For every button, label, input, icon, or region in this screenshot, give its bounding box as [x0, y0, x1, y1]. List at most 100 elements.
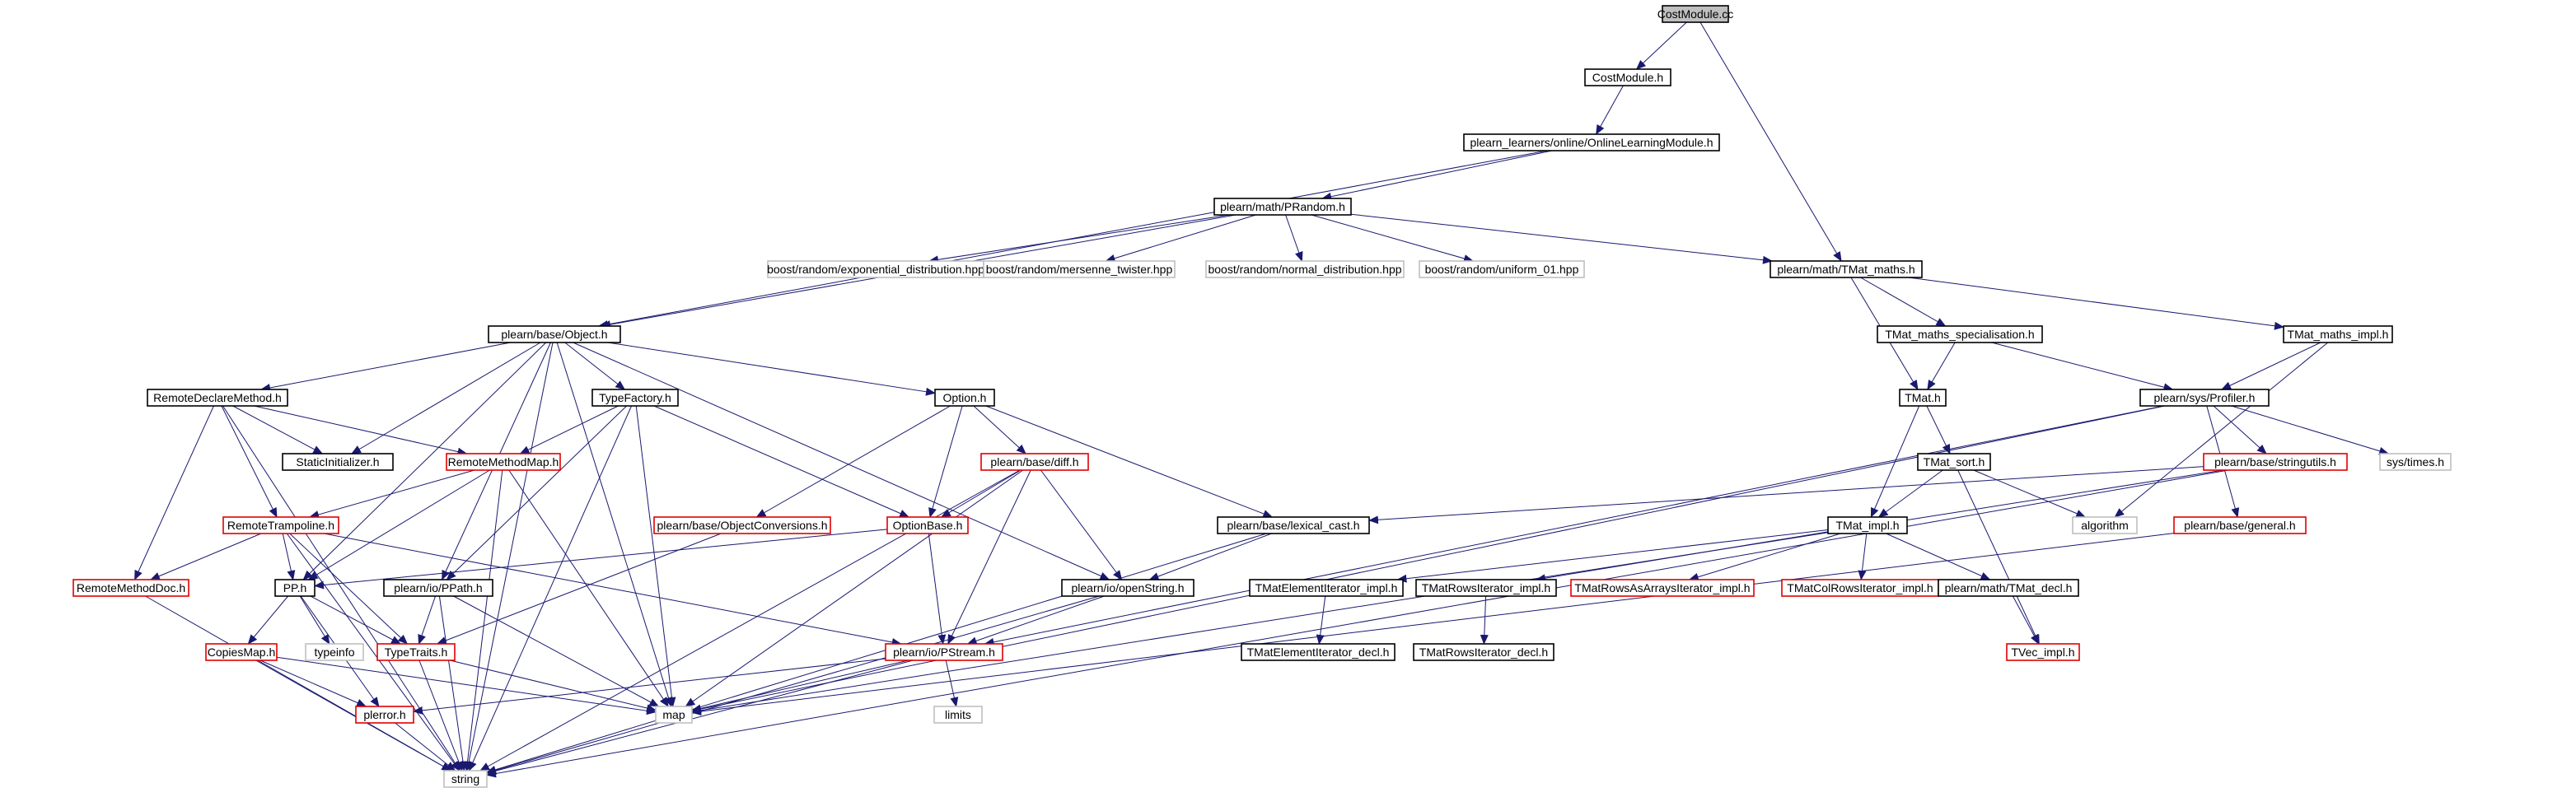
node-tmatrowsiterator_impl_h[interactable]: TMatRowsIterator_impl.h — [1415, 579, 1557, 597]
edge-tmatelementiterator_impl_h-to-tmatelementiterator_decl_h — [1316, 595, 1326, 645]
node-string: string — [443, 770, 488, 788]
node-map: map — [655, 706, 693, 724]
edges — [134, 21, 2390, 778]
node-label: plearn/base/general.h — [2184, 519, 2295, 532]
edge-tmat_maths_specialisation_h-to-profiler_h — [1991, 342, 2174, 392]
node-label: TMatRowsAsArraysIterator_impl.h — [1574, 581, 1750, 594]
node-openstring_h[interactable]: plearn/io/openString.h — [1061, 579, 1194, 597]
node-typefactory_h[interactable]: TypeFactory.h — [591, 389, 679, 407]
node-diff_h[interactable]: plearn/base/diff.h — [980, 453, 1089, 471]
node-onlinelearningmodule_h[interactable]: plearn_learners/online/OnlineLearningMod… — [1463, 133, 1720, 151]
node-lexical_cast_h[interactable]: plearn/base/lexical_cast.h — [1217, 516, 1370, 534]
edge-typefactory_h-to-ppath_h — [446, 405, 628, 580]
node-tmat_sort_h[interactable]: TMat_sort.h — [1917, 453, 1991, 471]
node-plerror_h[interactable]: plerror.h — [355, 706, 414, 724]
node-object_h[interactable]: plearn/base/Object.h — [488, 325, 621, 343]
node-box — [1419, 260, 1585, 278]
edge-copiesmap_h-to-map — [276, 656, 657, 715]
edge-object_h-to-pp_h — [302, 342, 547, 580]
edge-tmat_maths_impl_h-to-profiler_h — [2221, 342, 2321, 390]
node-box — [1213, 198, 1352, 216]
node-costmodule_cc[interactable]: CostModule.cc — [1657, 5, 1734, 23]
node-tmatrowsiterator_decl_h[interactable]: TMatRowsIterator_decl.h — [1413, 643, 1554, 661]
node-label: TMatColRowsIterator_impl.h — [1787, 581, 1933, 594]
edge-costmodule_h-to-onlinelearningmodule_h — [1596, 85, 1624, 135]
node-tmat_impl_h[interactable]: TMat_impl.h — [1827, 516, 1908, 534]
node-box — [274, 579, 316, 597]
node-objectconversions_h[interactable]: plearn/base/ObjectConversions.h — [653, 516, 831, 534]
node-tmat_h[interactable]: TMat.h — [1899, 389, 1947, 407]
edge-remotemethodmap_h-to-string — [463, 469, 503, 771]
node-tmat_maths_specialisation_h[interactable]: TMat_maths_specialisation.h — [1877, 325, 2043, 343]
node-tmat_maths_h[interactable]: plearn/math/TMat_maths.h — [1770, 260, 1923, 278]
edge-diff_h-to-pstream_h — [947, 469, 1031, 645]
node-box — [1205, 260, 1405, 278]
node-box — [655, 706, 693, 724]
node-remotetrampoline_h[interactable]: RemoteTrampoline.h — [222, 516, 339, 534]
node-box — [1899, 389, 1947, 407]
node-box — [1938, 579, 2079, 597]
node-remotemethodmap_h[interactable]: RemoteMethodMap.h — [446, 453, 561, 471]
node-label: RemoteTrampoline.h — [227, 519, 334, 532]
node-box — [1584, 68, 1671, 86]
node-label: boost/random/uniform_01.hpp — [1425, 263, 1579, 276]
node-tvec_impl_h[interactable]: TVec_impl.h — [2006, 643, 2080, 661]
node-typetraits_h[interactable]: TypeTraits.h — [376, 643, 456, 661]
node-box — [1217, 516, 1370, 534]
node-box — [376, 643, 456, 661]
edge-tmat_impl_h-to-tmatrowsasarraysiterator_impl_h — [1688, 533, 1841, 581]
node-label: TMat_sort.h — [1924, 455, 1985, 468]
node-box — [147, 389, 288, 407]
edge-object_h-to-remotedeclaremethod_h — [260, 342, 511, 392]
node-tmat_maths_impl_h[interactable]: TMat_maths_impl.h — [2283, 325, 2393, 343]
edge-tmat_impl_h-to-tmatcolrowsiterator_impl_h — [1858, 533, 1868, 580]
node-general_h[interactable]: plearn/base/general.h — [2173, 516, 2307, 534]
node-prandom_h[interactable]: plearn/math/PRandom.h — [1213, 198, 1352, 216]
edge-diff_h-to-map — [685, 469, 1024, 707]
node-option_h[interactable]: Option.h — [934, 389, 995, 407]
node-costmodule_h[interactable]: CostModule.h — [1584, 68, 1671, 86]
edge-stringutils_h-to-string — [486, 469, 2229, 778]
node-profiler_h[interactable]: plearn/sys/Profiler.h — [2139, 389, 2270, 407]
edge-ppath_h-to-map — [453, 595, 660, 707]
edge-plerror_h-to-string — [395, 722, 456, 771]
edge-object_h-to-typefactory_h — [564, 342, 626, 390]
node-box — [886, 516, 969, 534]
edge-profiler_h-to-pstream_h — [984, 405, 2164, 646]
node-label: TypeTraits.h — [385, 646, 448, 659]
node-exponential_distribution_hpp: boost/random/exponential_distribution.hp… — [767, 260, 984, 278]
edge-pstream_h-to-plerror_h — [413, 658, 886, 715]
node-label: TMat.h — [1905, 391, 1941, 404]
node-stringutils_h[interactable]: plearn/base/stringutils.h — [2203, 453, 2348, 471]
node-box — [2072, 516, 2138, 534]
node-label: TMatElementIterator_impl.h — [1255, 581, 1398, 594]
edge-object_h-to-staticinitializer_h — [351, 342, 541, 454]
node-tmatrowsasarraysiterator_impl_h[interactable]: TMatRowsAsArraysIterator_impl.h — [1570, 579, 1755, 597]
edge-prandom_h-to-uniform_01_hpp — [1311, 214, 1474, 263]
node-label: TMatRowsIterator_decl.h — [1419, 646, 1548, 659]
node-tmat_decl_h[interactable]: plearn/math/TMat_decl.h — [1938, 579, 2079, 597]
edge-typetraits_h-to-string — [418, 660, 463, 771]
node-tmatcolrowsiterator_impl_h[interactable]: TMatColRowsIterator_impl.h — [1781, 579, 1939, 597]
node-tmatelementiterator_decl_h[interactable]: TMatElementIterator_decl.h — [1241, 643, 1396, 661]
node-ppath_h[interactable]: plearn/io/PPath.h — [383, 579, 493, 597]
node-label: RemoteMethodMap.h — [448, 455, 559, 468]
node-box — [2173, 516, 2307, 534]
edge-lexical_cast_h-to-string — [486, 533, 1267, 774]
node-pp_h[interactable]: PP.h — [274, 579, 316, 597]
edge-remotetrampoline_h-to-pstream_h — [324, 533, 902, 646]
edge-tmat_maths_specialisation_h-to-tmat_h — [1927, 342, 1956, 390]
node-remotemethoddoc_h[interactable]: RemoteMethodDoc.h — [72, 579, 189, 597]
edge-diff_h-to-string — [479, 469, 1021, 771]
edge-tmatrowsiterator_impl_h-to-tmatrowsiterator_decl_h — [1480, 595, 1489, 645]
node-remotedeclaremethod_h[interactable]: RemoteDeclareMethod.h — [147, 389, 288, 407]
node-box — [1413, 643, 1554, 661]
edge-tmat_maths_h-to-tmat_maths_specialisation_h — [1860, 277, 1947, 327]
edge-object_h-to-openstring_h — [573, 342, 1110, 580]
node-staticinitializer_h[interactable]: StaticInitializer.h — [282, 453, 394, 471]
node-box — [933, 706, 983, 724]
node-optionbase_h[interactable]: OptionBase.h — [886, 516, 969, 534]
node-tmatelementiterator_impl_h[interactable]: TMatElementIterator_impl.h — [1249, 579, 1404, 597]
node-pstream_h[interactable]: plearn/io/PStream.h — [885, 643, 1003, 661]
node-copiesmap_h[interactable]: CopiesMap.h — [205, 643, 278, 661]
